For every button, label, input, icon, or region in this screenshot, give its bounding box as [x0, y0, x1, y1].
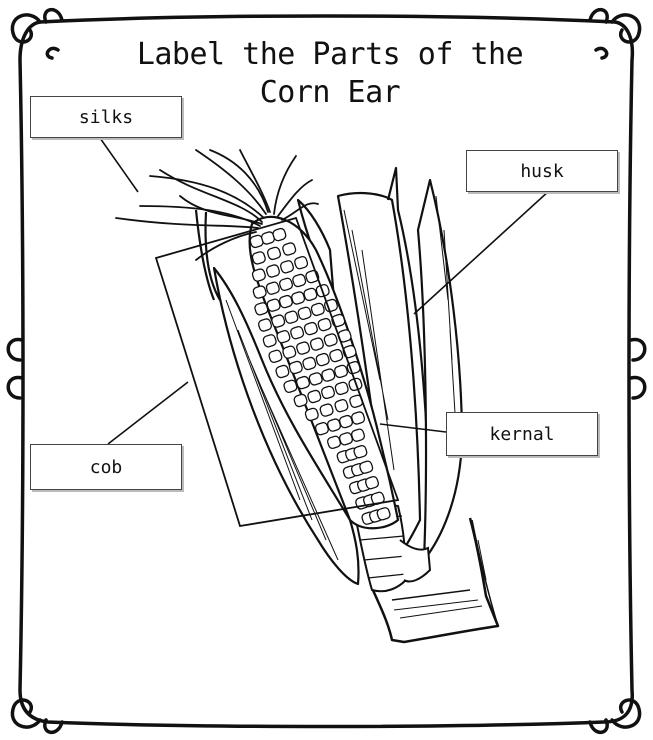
- label-box-silks[interactable]: silks: [30, 96, 182, 138]
- leader-line-silks: [100, 138, 138, 192]
- kernel: [268, 349, 283, 363]
- frame-curl-ml2: [8, 378, 22, 398]
- label-box-cob[interactable]: cob: [30, 444, 182, 490]
- frame-curl-ml1: [8, 340, 22, 360]
- frame-curl-tl: [12, 15, 40, 42]
- title-line-2: Corn Ear: [120, 74, 540, 112]
- kernel: [262, 334, 277, 348]
- kernel: [275, 364, 290, 378]
- frame-curl-mr1: [631, 340, 645, 360]
- label-box-husk[interactable]: husk: [466, 150, 618, 192]
- title-line-1: Label the Parts of the: [120, 36, 540, 74]
- kernel: [258, 318, 273, 332]
- page-title: Label the Parts of the Corn Ear: [120, 36, 540, 112]
- label-silks-text: silks: [79, 107, 133, 128]
- frame-curl-mr2: [631, 378, 645, 398]
- leader-line-cob: [108, 382, 188, 444]
- label-cob-text: cob: [90, 457, 123, 478]
- label-box-kernal[interactable]: kernal: [446, 412, 598, 456]
- label-kernal-text: kernal: [489, 424, 554, 445]
- label-husk-text: husk: [520, 161, 563, 182]
